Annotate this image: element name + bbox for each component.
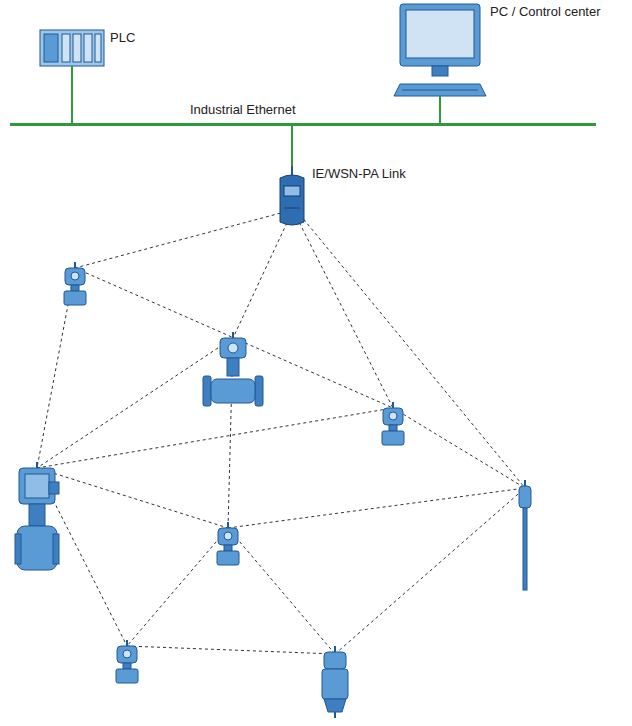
- pressure-transmitter: [64, 262, 86, 305]
- pc-icon: [394, 4, 486, 96]
- icon-area: [278, 166, 306, 228]
- drawing-part: [233, 212, 292, 338]
- drawing-part: [37, 408, 393, 468]
- drawing-part: [335, 488, 525, 654]
- ethernet-drop: [439, 96, 441, 123]
- mesh-links: [37, 210, 525, 654]
- drawing-part: [294, 212, 393, 408]
- level-transmitter: [322, 646, 348, 718]
- drawing-part: [127, 646, 335, 654]
- pressure-transmitter: [382, 402, 404, 445]
- temperature-probe: [519, 480, 531, 590]
- valve-positioner: [15, 462, 59, 570]
- pressure-transmitter: [217, 522, 239, 565]
- plc-node: PLC: [40, 30, 135, 66]
- node-label: PC / Control center: [490, 4, 601, 20]
- drawing-part: [296, 210, 525, 488]
- drawing-part: [75, 268, 393, 408]
- ethernet-drop: [291, 126, 293, 166]
- plc-icon: [40, 30, 104, 66]
- node-label: Industrial Ethernet: [190, 102, 296, 118]
- ethernet-drop: [71, 66, 73, 123]
- icon-area: [40, 30, 104, 66]
- link-node: IE/WSN-PA Link: [278, 166, 406, 228]
- drawing-part: [75, 210, 292, 268]
- drawing-part: [37, 468, 228, 528]
- drawing-part: [393, 408, 525, 488]
- drawing-part: [228, 488, 525, 528]
- ethernet-bus: Industrial Ethernet: [10, 123, 596, 126]
- node-label: IE/WSN-PA Link: [312, 166, 406, 182]
- link-device: [280, 166, 304, 225]
- drawing-part: [127, 528, 228, 646]
- icon-area: [394, 4, 486, 96]
- drawing-part: [228, 528, 335, 654]
- flow-meter: [203, 332, 263, 406]
- pc-node: PC / Control center: [394, 4, 601, 96]
- pressure-transmitter: [116, 640, 138, 683]
- node-label: PLC: [110, 30, 135, 46]
